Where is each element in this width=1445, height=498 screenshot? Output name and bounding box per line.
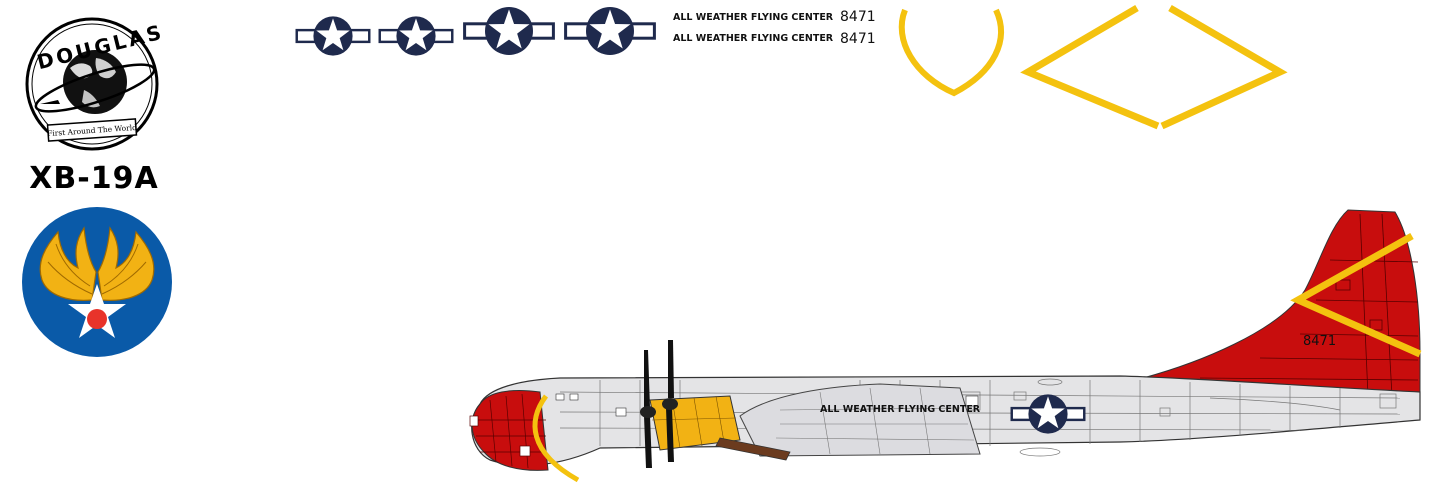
usaac-wings-emblem-icon bbox=[22, 207, 172, 357]
roundel-decal-4 bbox=[564, 5, 656, 57]
roundel-decal-3 bbox=[463, 5, 555, 57]
propeller-icon bbox=[640, 340, 678, 468]
tail-chevron-decal bbox=[1020, 4, 1288, 130]
douglas-globe-logo-icon bbox=[34, 50, 156, 114]
xb19a-profile: 8471 bbox=[469, 209, 1422, 483]
roundel-decal-1 bbox=[295, 15, 371, 57]
aircraft-designation: XB-19A bbox=[29, 161, 158, 196]
serial-decal-2: 8471 bbox=[840, 31, 876, 47]
unit-text-decal-1: ALL WEATHER FLYING CENTER bbox=[673, 12, 834, 23]
tail-serial: 8471 bbox=[1303, 334, 1336, 349]
fuselage-unit-text: ALL WEATHER FLYING CENTER bbox=[820, 404, 981, 415]
unit-text-decal-2: ALL WEATHER FLYING CENTER bbox=[673, 33, 834, 44]
nose-stripe-decal bbox=[898, 8, 1004, 97]
roundel-decal-2 bbox=[378, 15, 454, 57]
douglas-logo: DOUGLAS First Around The World bbox=[25, 17, 166, 151]
serial-decal-1: 8471 bbox=[840, 9, 876, 25]
